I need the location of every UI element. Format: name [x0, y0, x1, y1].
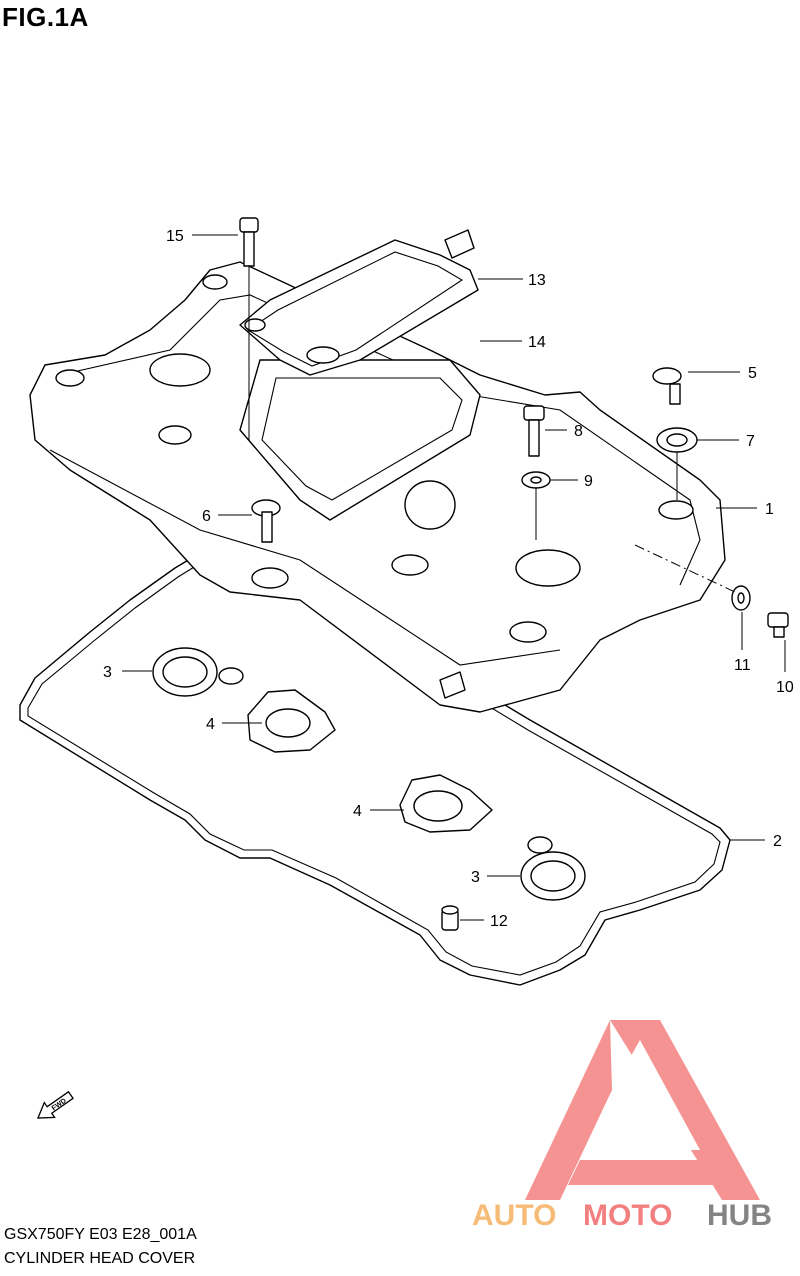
bolt-part-8: [523, 405, 545, 457]
callout-3b: 3: [471, 869, 480, 886]
plug-gasket-3b: [520, 836, 586, 901]
callout-1: 1: [765, 501, 774, 518]
callout-3a: 3: [103, 664, 112, 681]
plug-gasket-3a: [152, 647, 244, 697]
callout-15: 15: [166, 228, 184, 245]
seal-ring-4a: [247, 689, 336, 753]
bolt-part-15: [239, 217, 259, 440]
washer-part-11: [731, 585, 751, 611]
callout-4a: 4: [206, 716, 215, 733]
callout-11: 11: [734, 657, 751, 674]
breather-cover-part-13: [239, 229, 479, 376]
bolt-part-6: [251, 499, 281, 543]
callout-10: 10: [776, 679, 794, 696]
seal-ring-4b: [399, 774, 493, 833]
footer-diagram-name: CYLINDER HEAD COVER: [4, 1250, 196, 1267]
callout-14: 14: [528, 334, 546, 351]
figure-title: FIG.1A: [2, 2, 89, 32]
callout-9: 9: [584, 473, 593, 490]
callout-4b: 4: [353, 803, 362, 820]
callout-7: 7: [746, 433, 755, 450]
bolt-part-5: [652, 367, 682, 405]
watermark-logo: AUTO MOTO HUB: [472, 1020, 772, 1232]
fwd-arrow-icon: FWD: [37, 1090, 74, 1119]
callout-6: 6: [202, 508, 211, 525]
plug-part-10: [767, 612, 789, 638]
leader-lines: [122, 234, 786, 921]
callout-2: 2: [773, 833, 782, 850]
seal-washer-part-7: [656, 427, 698, 500]
footer-diagram-code: GSX750FY E03 E28_001A: [4, 1226, 197, 1243]
watermark-moto: MOTO: [583, 1199, 672, 1232]
callout-8: 8: [574, 423, 583, 440]
dowel-pin-part-12: [441, 905, 459, 931]
watermark-auto: AUTO: [472, 1199, 556, 1232]
fwd-label: FWD: [51, 1097, 68, 1112]
plug-axis-line: [634, 544, 736, 593]
watermark-hub: HUB: [707, 1199, 772, 1232]
callout-5: 5: [748, 365, 757, 382]
callout-12: 12: [490, 913, 508, 930]
callout-13: 13: [528, 272, 546, 289]
